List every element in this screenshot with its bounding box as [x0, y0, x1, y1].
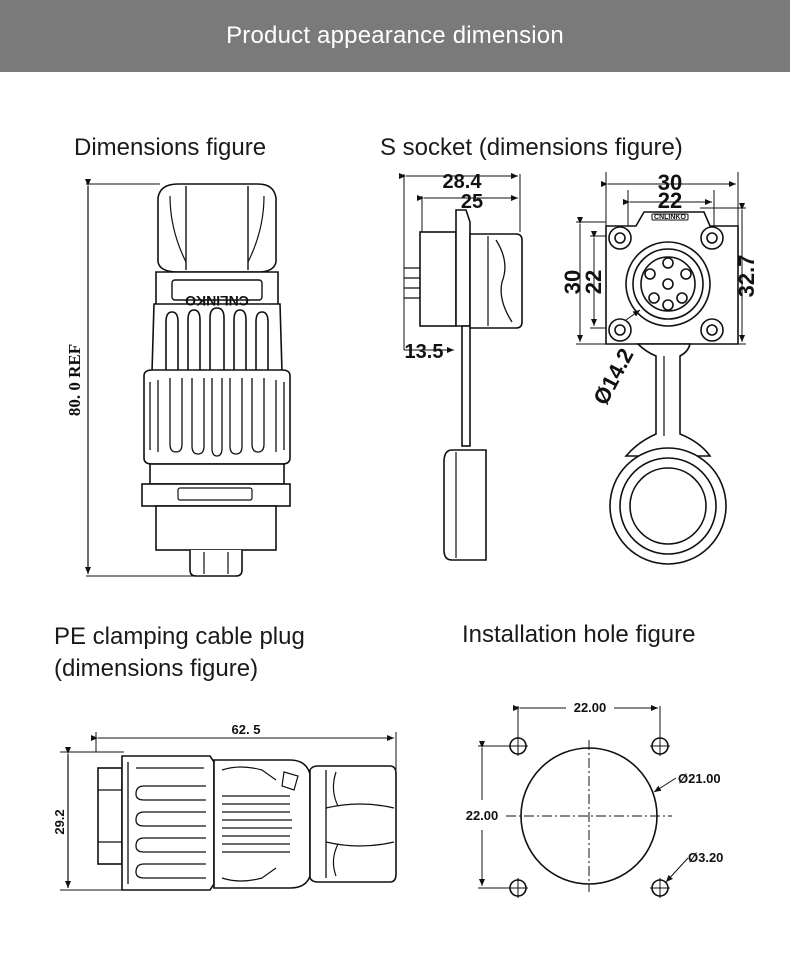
cable-plug-dim-length: 62. 5	[232, 722, 261, 737]
socket-front-view	[576, 172, 746, 565]
socket-dim-diameter: Ø14.2	[588, 344, 638, 409]
socket-dim-height-22: 22	[581, 270, 606, 294]
page-title: Product appearance dimension	[226, 22, 564, 49]
cable-plug-caption-line2: (dimensions figure)	[54, 655, 259, 682]
socket-dim-28-4: 28.4	[443, 171, 483, 193]
cable-plug-caption-line1: PE clamping cable plug	[54, 623, 305, 650]
hole-caption: Installation hole figure	[462, 621, 696, 648]
plug-height-label: 80. 0 REF	[65, 344, 84, 416]
socket-logo-text: CNLINKO	[654, 214, 686, 221]
plug-drawing	[85, 179, 291, 577]
socket-dim-height-32-7: 32.7	[734, 255, 759, 298]
socket-dim-width-22: 22	[658, 188, 682, 213]
socket-dim-width-30: 30	[658, 170, 682, 195]
hole-dim-screw-diameter: Ø3.20	[688, 850, 723, 865]
hole-dim-spacing-x: 22.00	[574, 700, 607, 715]
socket-dim-25: 25	[461, 191, 483, 213]
plug-logo-text: CNLINKO	[185, 293, 249, 309]
socket-dim-13-5: 13.5	[405, 341, 444, 363]
hole-dim-spacing-y: 22.00	[466, 808, 499, 823]
socket-caption: S socket (dimensions figure)	[380, 134, 683, 161]
plug-caption: Dimensions figure	[74, 134, 267, 161]
page-header: Product appearance dimension	[0, 0, 790, 72]
hole-drawing	[478, 705, 689, 898]
hole-dim-main-diameter: Ø21.00	[678, 771, 721, 786]
cable-plug-dim-height: 29.2	[52, 809, 67, 834]
socket-dim-height-30: 30	[560, 270, 585, 294]
socket-side-view	[399, 173, 523, 561]
cable-plug-drawing	[60, 732, 397, 891]
